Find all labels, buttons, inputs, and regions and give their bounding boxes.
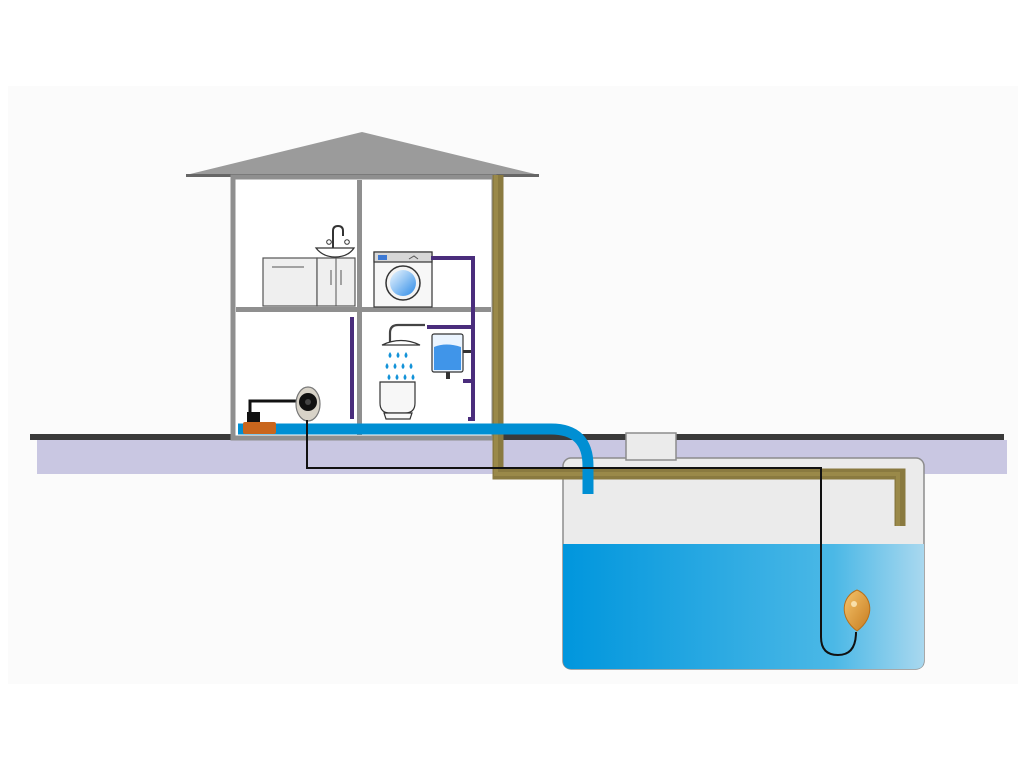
sink-icon: [314, 224, 356, 258]
float-cable: [306, 420, 857, 657]
water-heater-icon: [431, 333, 475, 379]
supply-pipe: [238, 422, 594, 494]
house: [186, 132, 539, 441]
kitchen-cabinet-icon: [262, 257, 318, 307]
washing-machine-icon: [373, 251, 433, 308]
tank: [562, 432, 925, 670]
roof: [186, 132, 539, 175]
pump-controller-icon: [247, 386, 321, 422]
downpipe: [492, 175, 906, 526]
tank-access-neck: [625, 432, 677, 461]
shower-icon: [381, 323, 425, 380]
water-body: [563, 544, 924, 669]
toilet-icon: [379, 381, 416, 420]
pump-fitting: [243, 422, 276, 434]
floating-filter-icon: [843, 589, 871, 632]
distribution-pipes: [350, 256, 475, 421]
